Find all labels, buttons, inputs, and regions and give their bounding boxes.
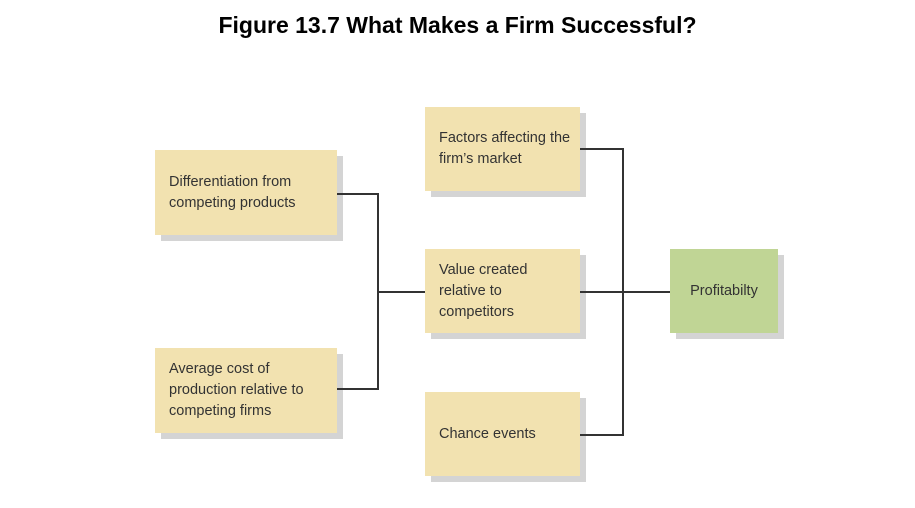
node-label: Differentiation from competing products — [169, 173, 296, 211]
connector — [337, 193, 379, 195]
node-label: Profitabilty — [690, 282, 758, 299]
connector — [377, 291, 425, 293]
connector — [580, 148, 624, 150]
node-average-cost: Average cost of production relative to c… — [155, 348, 337, 433]
node-label: Average cost of production relative to c… — [169, 361, 304, 419]
connector — [580, 291, 670, 293]
node-differentiation: Differentiation from competing products — [155, 150, 337, 235]
node-value-created: Value created relative to competitors — [425, 249, 580, 333]
connector — [580, 434, 624, 436]
node-label: Chance events — [439, 425, 536, 442]
node-label: Value created relative to competitors — [439, 261, 528, 320]
node-profitability: Profitabilty — [670, 249, 778, 333]
node-chance-events: Chance events — [425, 392, 580, 476]
connector — [337, 388, 379, 390]
node-factors: Factors affecting the firm’s market — [425, 107, 580, 191]
node-label: Factors affecting the firm’s market — [439, 130, 571, 167]
figure-title: Figure 13.7 What Makes a Firm Successful… — [218, 12, 697, 38]
